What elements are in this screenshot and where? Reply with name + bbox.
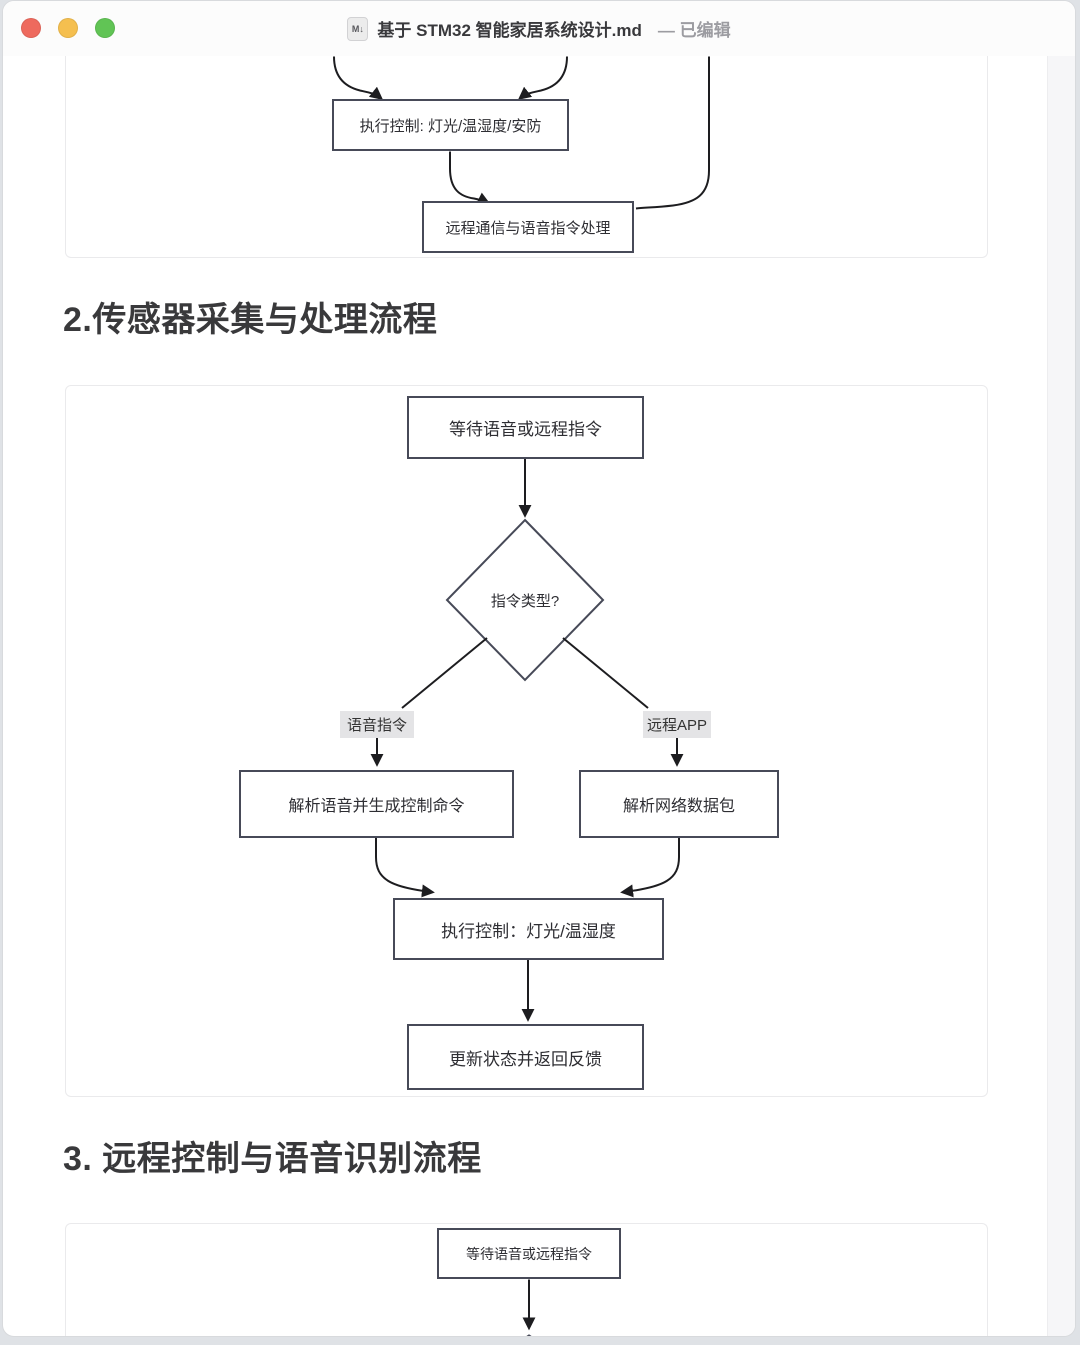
node-parse-network-packet: 解析网络数据包: [579, 770, 779, 838]
node-wait-command: 等待语音或远程指令: [407, 396, 644, 459]
close-button[interactable]: [21, 18, 41, 38]
edge-label-remote-app: 远程APP: [643, 711, 711, 738]
minimize-button[interactable]: [58, 18, 78, 38]
flow-edges-remote: [522, 1279, 536, 1336]
decision-command-type-label: 指令类型?: [490, 592, 560, 610]
edit-status: — 已编辑: [657, 21, 731, 40]
markdown-file-icon: M↓: [347, 16, 369, 41]
node-execute-control-security: 执行控制: 灯光/温湿度/安防: [332, 99, 569, 151]
node-remote-comm-voice: 远程通信与语音指令处理: [422, 201, 634, 253]
window-title-group: M↓ 基于 STM32 智能家居系统设计.md — 已编辑: [347, 16, 731, 41]
node-parse-voice: 解析语音并生成控制命令: [239, 770, 514, 838]
heading-section-2[interactable]: 2.传感器采集与处理流程: [63, 301, 438, 339]
heading-section-3[interactable]: 3. 远程控制与语音识别流程: [63, 1140, 482, 1178]
scroll-gutter: [1047, 56, 1075, 1336]
node-execute-light-temp: 执行控制：灯光/温湿度: [393, 898, 664, 960]
mermaid-diagram-command[interactable]: 等待语音或远程指令 指令类型? 语音指令 远程APP 解析语音并生成控制命令 解…: [65, 385, 988, 1097]
window-title: 基于 STM32 智能家居系统设计.md: [377, 21, 642, 40]
mermaid-diagram-system[interactable]: 执行控制: 灯光/温湿度/安防 远程通信与语音指令处理: [65, 56, 988, 258]
title-bar: M↓ 基于 STM32 智能家居系统设计.md — 已编辑: [3, 1, 1075, 56]
flow-edges-system: [333, 56, 710, 210]
mermaid-diagram-remote[interactable]: 等待语音或远程指令: [65, 1223, 988, 1336]
node-wait-command-remote: 等待语音或远程指令: [437, 1228, 621, 1279]
flow-edges-command: [370, 459, 684, 1022]
zoom-button[interactable]: [95, 18, 115, 38]
edge-label-voice-command: 语音指令: [340, 711, 414, 738]
traffic-lights: [21, 18, 115, 38]
node-update-feedback: 更新状态并返回反馈: [407, 1024, 644, 1090]
